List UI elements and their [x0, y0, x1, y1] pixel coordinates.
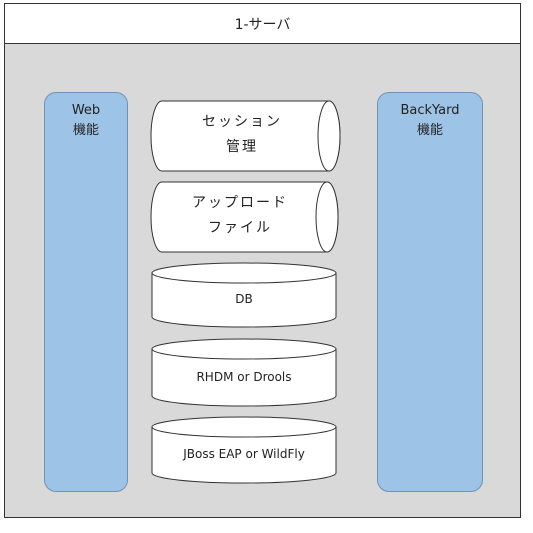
backyard-panel-label-line2: 機能: [416, 123, 443, 138]
db-cylinder-shape: [151, 262, 337, 328]
web-function-panel: Web 機能: [44, 92, 128, 492]
upload-storage-shape: [150, 181, 339, 253]
upload-label-line2: ファイル: [208, 220, 272, 236]
web-panel-label-line2: 機能: [72, 123, 99, 138]
session-storage-shape: [150, 100, 341, 172]
session-label-line2: 管理: [226, 139, 258, 155]
server-title: 1-サーバ: [4, 3, 521, 44]
upload-label: アップロード ファイル: [160, 191, 320, 241]
db-label: DB: [235, 292, 253, 306]
rhdm-label: RHDM or Drools: [196, 370, 292, 384]
backyard-function-panel: BackYard 機能: [377, 92, 483, 492]
backyard-panel-label-line1: BackYard: [400, 103, 460, 118]
server-title-text: 1-サーバ: [234, 16, 291, 33]
session-label-line1: セッション: [202, 114, 282, 130]
jboss-cylinder-shape: [151, 416, 337, 484]
rhdm-cylinder-shape: [151, 338, 337, 407]
web-panel-label-line1: Web: [71, 103, 101, 118]
session-label: セッション 管理: [162, 110, 322, 160]
upload-label-line1: アップロード: [192, 195, 288, 211]
jboss-label: JBoss EAP or WildFly: [183, 447, 305, 461]
